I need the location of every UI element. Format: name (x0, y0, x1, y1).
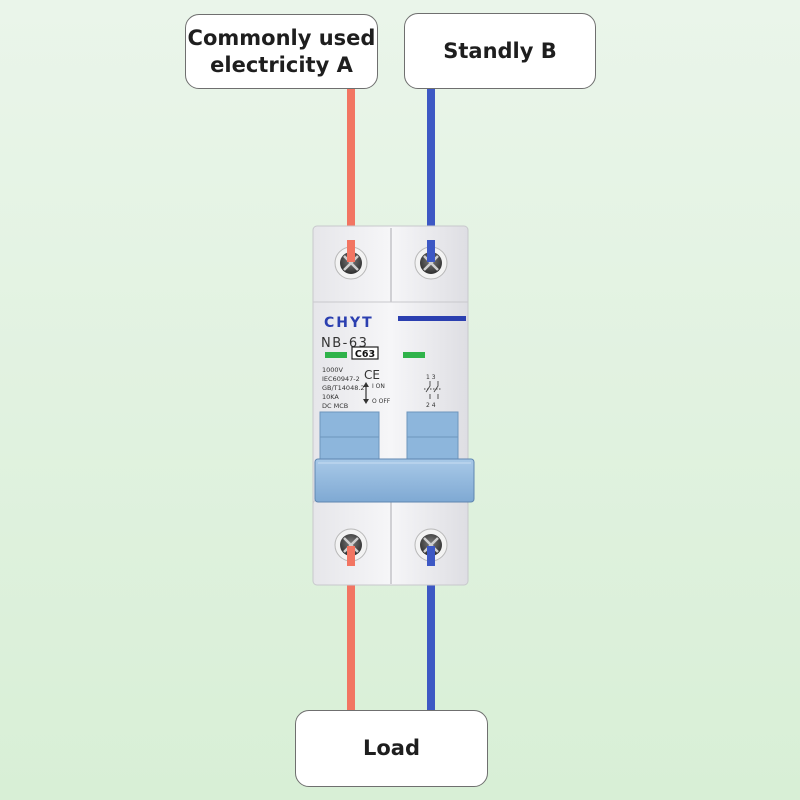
screw-icon (414, 528, 448, 562)
switch-handle-bar[interactable] (314, 458, 475, 503)
load-label-box: Load (295, 710, 488, 787)
source-b-label: Standly B (443, 38, 557, 63)
wire-source-b-top (427, 89, 435, 261)
breaker-type-label: DC MCB (322, 402, 348, 410)
screw-icon (334, 246, 368, 280)
brand-label: CHYT (324, 315, 374, 331)
source-a-label-box: Commonly used electricity A (185, 14, 378, 89)
screw-icon (334, 528, 368, 562)
terminal-bottom-label: 2 4 (426, 402, 436, 409)
breaking-capacity-label: 10KA (322, 393, 339, 401)
source-a-label: Commonly used electricity A (187, 25, 376, 77)
terminal-top-label: 1 3 (426, 374, 436, 381)
wire-load-right-stub (427, 546, 435, 566)
wire-load-left-stub (347, 546, 355, 566)
indicator-left (325, 352, 347, 358)
load-label: Load (362, 736, 420, 760)
on-off-arrow-icon (363, 382, 369, 404)
standard-2-label: GB/T14048.2 (322, 384, 365, 392)
standard-1-label: IEC60947-2 (322, 375, 360, 383)
wire-source-a-stub (347, 240, 355, 262)
on-label: I ON (372, 383, 385, 390)
brand-stripe (398, 316, 466, 321)
wire-load-left (347, 547, 355, 710)
wire-load-right (427, 545, 435, 710)
wire-source-a-top (347, 89, 355, 261)
rating-badge (351, 346, 379, 360)
circuit-symbol-icon (424, 381, 442, 399)
indicator-right (403, 352, 425, 358)
source-b-label-box: Standly B (404, 13, 596, 89)
wire-source-b-stub (427, 240, 435, 262)
voltage-label: 1000V (322, 366, 344, 374)
rating-label: C63 (355, 349, 375, 360)
off-label: O OFF (372, 398, 391, 405)
ce-mark: CE (364, 368, 380, 382)
